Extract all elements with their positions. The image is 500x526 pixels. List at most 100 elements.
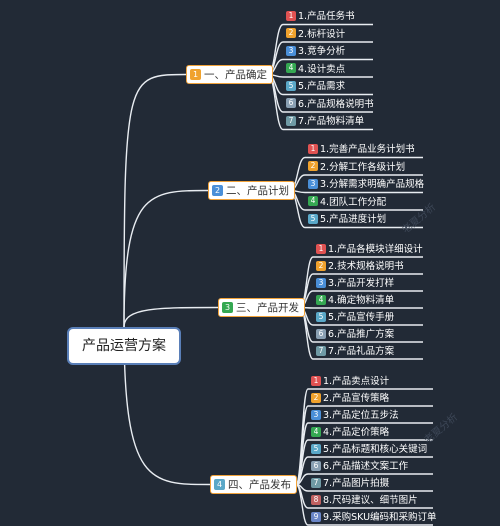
leaf-label: 1.产品卖点设计 xyxy=(323,376,390,387)
leaf-number-badge: 1 xyxy=(286,10,296,21)
leaf-label: 5.产品进度计划 xyxy=(320,214,387,225)
branch-label: 二、产品计划 xyxy=(226,185,289,197)
leaf-number-badge: 1 xyxy=(311,375,321,386)
root-branch-link xyxy=(123,326,211,486)
leaf-label: 6.产品描述文案工作 xyxy=(323,461,409,472)
branch-leaf-link xyxy=(295,483,433,526)
leaf-number-badge: 4 xyxy=(308,196,318,206)
leaf-label: 5.产品标题和核心关键词 xyxy=(323,444,428,455)
leaf-number-badge: 1 xyxy=(316,243,326,254)
leaf-number-badge: 2 xyxy=(308,161,318,171)
leaf-label: 4.产品定价策略 xyxy=(323,427,390,438)
leaf-label: 1.完善产品业务计划书 xyxy=(320,144,415,155)
root-branch-link xyxy=(123,73,187,328)
leaf-number-badge: 3 xyxy=(286,45,296,56)
branch-number-badge: 3 xyxy=(222,301,233,313)
leaf-number-badge: 5 xyxy=(316,311,326,322)
leaf-label: 2.产品宣传策略 xyxy=(323,393,390,404)
leaf-label: 3.竞争分析 xyxy=(298,46,346,57)
leaf-number-badge: 4 xyxy=(286,63,296,73)
branch-number-badge: 2 xyxy=(212,184,223,196)
leaf-number-badge: 4 xyxy=(316,294,326,305)
leaf-label: 4.确定物料清单 xyxy=(328,295,395,306)
leaf-number-badge: 9 xyxy=(311,511,321,522)
leaf-label: 7.产品物料清单 xyxy=(298,116,365,127)
leaf-number-badge: 3 xyxy=(311,409,321,420)
root-node[interactable]: 产品运营方案 xyxy=(67,327,181,365)
leaf-number-badge: 5 xyxy=(311,443,321,454)
leaf-label: 8.尺码建议、细节图片 xyxy=(323,495,418,506)
leaf-number-badge: 3 xyxy=(316,277,326,288)
leaf-number-badge: 7 xyxy=(316,345,326,356)
leaf-label: 3.分解需求明确产品规格 xyxy=(320,179,425,190)
leaf-number-badge: 7 xyxy=(286,115,296,126)
leaf-label: 5.产品需求 xyxy=(298,81,346,92)
leaf-label: 1.产品任务书 xyxy=(298,11,355,22)
leaf-label: 9.采购SKU编码和采购订单 xyxy=(323,512,437,523)
leaf-label: 4.设计卖点 xyxy=(298,63,346,75)
leaf-label: 2.标杆设计 xyxy=(298,28,346,40)
branch-label: 一、产品确定 xyxy=(204,69,267,81)
branch-number-badge: 4 xyxy=(214,478,225,490)
branch-number-badge: 1 xyxy=(190,68,201,80)
leaf-label: 5.产品宣传手册 xyxy=(328,312,395,323)
leaf-number-badge: 7 xyxy=(311,477,321,488)
leaf-number-badge: 5 xyxy=(308,213,318,224)
leaf-number-badge: 6 xyxy=(316,328,326,339)
leaf-label: 1.产品各模块详细设计 xyxy=(328,244,423,255)
leaf-label: 6.产品规格说明书 xyxy=(298,98,374,110)
leaf-number-badge: 2 xyxy=(316,260,326,271)
leaf-number-badge: 3 xyxy=(308,178,318,189)
root-branch-link xyxy=(123,306,219,328)
leaf-label: 7.产品礼品方案 xyxy=(328,346,395,357)
leaf-number-badge: 5 xyxy=(286,80,296,91)
leaf-number-badge: 2 xyxy=(311,392,321,403)
leaf-label: 2.技术规格说明书 xyxy=(328,261,404,272)
branch-label: 四、产品发布 xyxy=(228,479,291,491)
leaf-label: 3.产品定位五步法 xyxy=(323,410,399,421)
leaf-label: 4.团队工作分配 xyxy=(320,196,387,208)
leaf-number-badge: 6 xyxy=(311,460,321,471)
leaf-label: 6.产品推广方案 xyxy=(328,329,395,340)
leaf-number-badge: 4 xyxy=(311,426,321,437)
root-branch-link xyxy=(123,189,209,328)
leaf-label: 3.产品开发打样 xyxy=(328,278,395,289)
leaf-label: 2.分解工作各级计划 xyxy=(320,161,406,173)
leaf-number-badge: 1 xyxy=(308,143,318,154)
leaf-number-badge: 8 xyxy=(311,494,321,505)
branch-label: 三、产品开发 xyxy=(236,302,299,314)
